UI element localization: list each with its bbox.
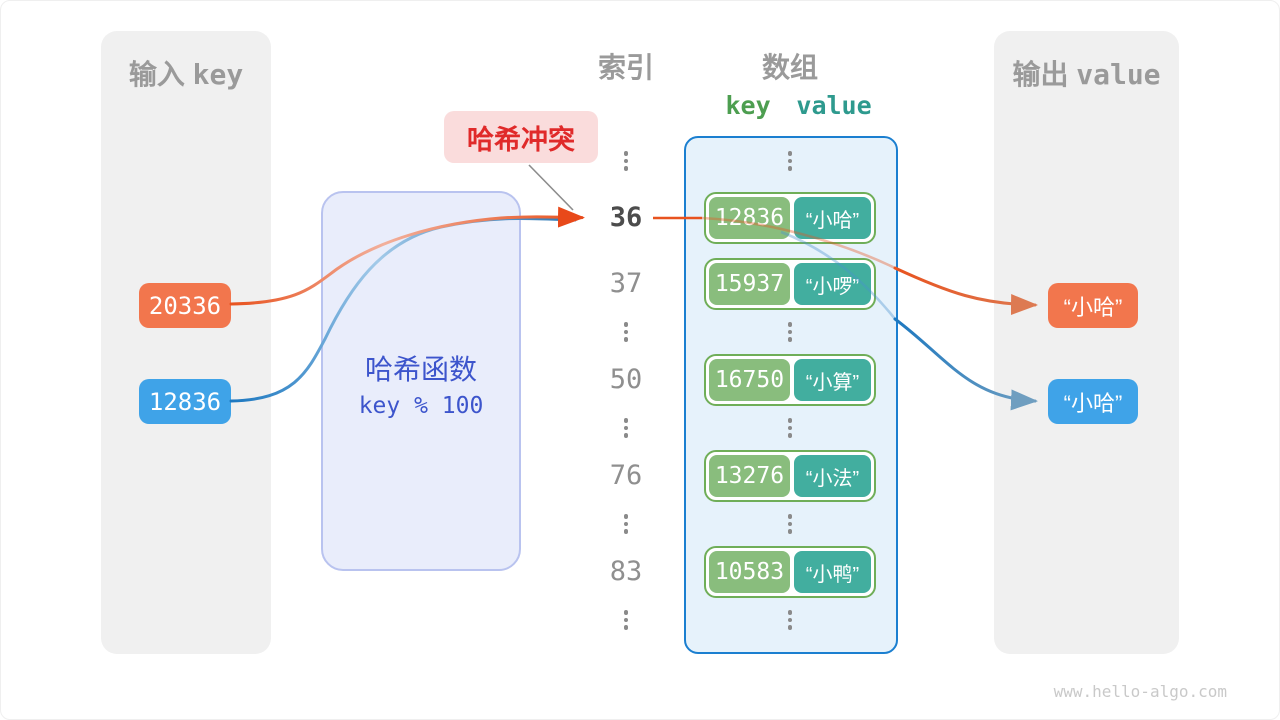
ellipsis-dots bbox=[620, 514, 632, 534]
array-pair: 16750 “小算” bbox=[704, 354, 876, 406]
ellipsis-dots bbox=[784, 514, 796, 534]
key-header: key bbox=[725, 91, 771, 120]
index-item-36: 36 bbox=[609, 202, 643, 233]
output-value-box-blue: “小哈” bbox=[1048, 379, 1138, 424]
ellipsis-dots bbox=[620, 610, 632, 630]
pair-value-box: “小鸭” bbox=[793, 551, 871, 593]
output-panel: 输出 value bbox=[994, 31, 1179, 654]
pair-key-box: 12836 bbox=[709, 197, 790, 239]
hash-collision-label: 哈希冲突 bbox=[467, 124, 575, 155]
pair-key-box: 13276 bbox=[709, 455, 790, 497]
input-panel: 输入 key bbox=[101, 31, 271, 654]
pair-key-box: 16750 bbox=[709, 359, 790, 401]
ellipsis-dots bbox=[620, 418, 632, 438]
output-value-label: “小哈” bbox=[1063, 294, 1123, 320]
hash-function-name: 哈希函数 bbox=[364, 354, 477, 385]
array-kv-header: key value bbox=[704, 91, 876, 120]
output-panel-title-en: value bbox=[1076, 58, 1161, 91]
output-panel-title-zh: 输出 bbox=[1012, 59, 1069, 90]
index-column-title: 索引 bbox=[597, 52, 654, 83]
output-value-label: “小哈” bbox=[1063, 390, 1123, 416]
input-panel-title: 输入 key bbox=[101, 53, 271, 93]
input-key-box-20336: 20336 bbox=[139, 283, 231, 328]
array-pair: 12836 “小哈” bbox=[704, 192, 876, 244]
array-pair: 13276 “小法” bbox=[704, 450, 876, 502]
input-panel-title-zh: 输入 bbox=[128, 59, 185, 90]
hash-function-expression: key % 100 bbox=[358, 393, 484, 419]
hash-collision-callout: 哈希冲突 bbox=[444, 111, 598, 163]
input-panel-title-en: key bbox=[192, 58, 244, 91]
array-column-title: 数组 bbox=[761, 52, 818, 83]
index-item-76: 76 bbox=[609, 460, 643, 491]
hash-function-box: 哈希函数 key % 100 bbox=[321, 191, 521, 571]
index-item-50: 50 bbox=[609, 364, 643, 395]
pair-value-box: “小哈” bbox=[793, 197, 871, 239]
pair-value-box: “小算” bbox=[793, 359, 871, 401]
callout-pointer-line bbox=[528, 164, 574, 211]
array-pair: 15937 “小啰” bbox=[704, 258, 876, 310]
ellipsis-dots bbox=[784, 418, 796, 438]
output-value-box-orange: “小哈” bbox=[1048, 283, 1138, 328]
ellipsis-dots bbox=[620, 151, 632, 171]
array-pair: 10583 “小鸭” bbox=[704, 546, 876, 598]
ellipsis-dots bbox=[784, 322, 796, 342]
output-panel-title: 输出 value bbox=[994, 53, 1179, 93]
input-key-box-12836: 12836 bbox=[139, 379, 231, 424]
pair-key-box: 15937 bbox=[709, 263, 790, 305]
input-key-label: 12836 bbox=[148, 387, 222, 416]
ellipsis-dots bbox=[784, 610, 796, 630]
pair-key-box: 10583 bbox=[709, 551, 790, 593]
input-key-label: 20336 bbox=[148, 291, 222, 320]
watermark: www.hello-algo.com bbox=[1053, 682, 1227, 701]
pair-value-box: “小法” bbox=[793, 455, 871, 497]
index-item-83: 83 bbox=[609, 556, 643, 587]
ellipsis-dots bbox=[784, 151, 796, 171]
index-item-37: 37 bbox=[609, 268, 643, 299]
ellipsis-dots bbox=[620, 322, 632, 342]
value-header: value bbox=[796, 91, 872, 120]
pair-value-box: “小啰” bbox=[793, 263, 871, 305]
